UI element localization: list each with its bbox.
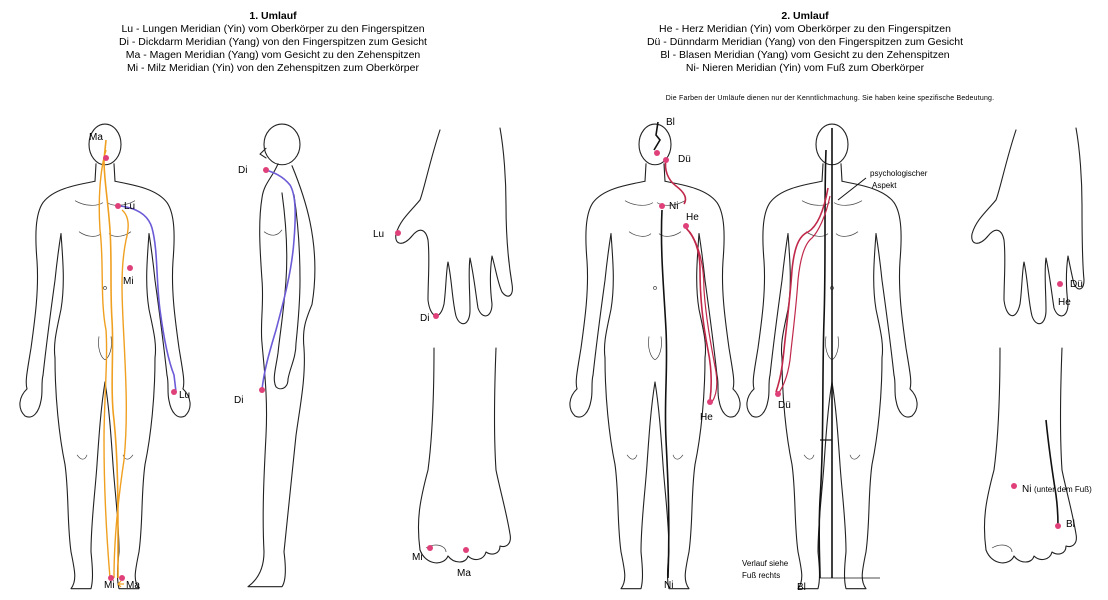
label-di-face: Di <box>238 165 247 176</box>
points-foot-1 <box>427 545 469 553</box>
label-ma-toe: Ma <box>457 568 471 579</box>
circuit1-line-ma: Ma - Magen Meridian (Yang) vom Gesicht z… <box>125 49 421 61</box>
label-mi-feet: Mi <box>104 580 115 591</box>
circuit2-title: 2. Umlauf <box>781 10 829 22</box>
label-ni-sole-note: (unter dem Fuß) <box>1034 485 1092 494</box>
circuit2-legend: 2. Umlauf He - Herz Meridian (Yin) vom O… <box>640 10 970 75</box>
points-hand-1 <box>395 230 439 319</box>
circuit2-line-ni: Ni- Nieren Meridian (Yin) vom Fuß zum Ob… <box>685 62 925 74</box>
circuit1-line-di: Di - Dickdarm Meridian (Yang) von den Fi… <box>119 36 427 48</box>
points-figure-6 <box>775 391 781 397</box>
bladder-meridian-back <box>818 128 833 579</box>
label-lu-thumb: Lu <box>373 229 384 240</box>
circuit2-line-he: He - Herz Meridian (Yin) vom Oberkörper … <box>659 23 951 35</box>
large-intestine-meridian-path <box>261 169 296 391</box>
circuit2-line-bl: Bl - Blasen Meridian (Yang) vom Gesicht … <box>660 49 950 61</box>
label-bl-back-foot: Bl <box>797 582 806 593</box>
stomach-meridian-path <box>103 139 119 578</box>
label-du-face: Dü <box>678 154 691 165</box>
label-di-hand: Di <box>234 395 243 406</box>
label-he-chest: He <box>686 212 699 223</box>
label-ma-head: Ma <box>89 132 103 143</box>
label-ni-foot: Ni <box>664 580 673 591</box>
label-lu-hand: Lu <box>179 390 190 401</box>
hand-figure-1 <box>395 127 513 325</box>
label-ni-chest: Ni <box>669 201 678 212</box>
points-figure-1 <box>103 155 177 581</box>
figure-front-1 <box>19 123 191 590</box>
circuit1-line-lu: Lu - Lungen Meridian (Yin) vom Oberkörpe… <box>121 23 425 35</box>
label-psych: psychologischer <box>870 169 928 178</box>
label-du-back-hand: Dü <box>778 400 791 411</box>
label-bl-toe: Bl <box>1066 519 1075 530</box>
foot-figure-2 <box>983 347 1077 564</box>
figure-front-2 <box>569 123 741 590</box>
label-bl-head: Bl <box>666 117 675 128</box>
bladder-meridian-foot <box>1045 419 1059 527</box>
label-psych-2: Aspekt <box>872 181 897 190</box>
points-figure-5 <box>654 150 713 405</box>
label-lu-chest: Lu <box>124 201 135 212</box>
spleen-meridian-path <box>113 209 129 579</box>
label-verlauf-1: Verlauf siehe <box>742 559 789 568</box>
heart-meridian-path <box>685 227 713 401</box>
label-mi-toe: Mi <box>412 552 423 563</box>
label-di-finger: Di <box>420 313 429 324</box>
circuit1-line-mi: Mi - Milz Meridian (Yin) von den Zehensp… <box>127 62 419 74</box>
heart-meridian-path-2 <box>689 231 718 403</box>
small-intestine-meridian-front <box>664 159 687 205</box>
kidney-meridian-path <box>660 209 670 579</box>
label-mi-torso: Mi <box>123 276 134 287</box>
lung-meridian-path <box>119 205 177 393</box>
foot-figure-1 <box>417 347 511 564</box>
label-verlauf-2: Fuß rechts <box>742 571 780 580</box>
small-intestine-meridian-back-2 <box>777 195 831 395</box>
bladder-meridian-head <box>653 121 661 151</box>
arrow-mi-ma <box>117 580 124 588</box>
circuit1-legend: 1. Umlauf Lu - Lungen Meridian (Yin) vom… <box>108 10 438 75</box>
small-intestine-meridian-back <box>775 187 829 393</box>
circuit1-title: 1. Umlauf <box>249 10 297 22</box>
circuit2-line-du: Dü - Dünndarm Meridian (Yang) von den Fi… <box>646 36 964 48</box>
psych-aspect-line <box>837 177 867 201</box>
hand-figure-2 <box>971 127 1085 325</box>
label-du-pinky: Dü <box>1070 279 1083 290</box>
figure-side-1 <box>247 123 316 588</box>
label-he-hand: He <box>700 412 713 423</box>
points-hand-2 <box>1057 281 1063 287</box>
points-foot-2 <box>1011 483 1061 529</box>
color-note: Die Farben der Umläufe dienen nur der Ke… <box>665 95 995 102</box>
label-he-pinky: He <box>1058 297 1071 308</box>
label-ma-feet: Ma <box>126 580 140 591</box>
points-figure-2 <box>259 167 269 393</box>
stomach-meridian-path-2 <box>98 149 111 579</box>
label-ni-sole: Ni <box>1022 484 1031 495</box>
